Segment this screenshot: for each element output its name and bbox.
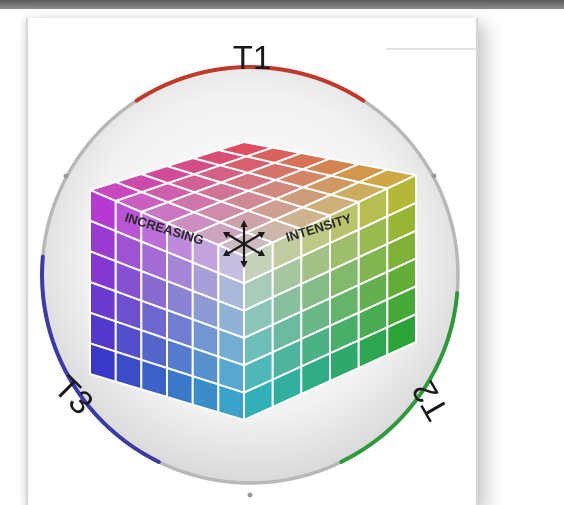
rgb-color-cube <box>89 141 417 421</box>
six-arrow-star-icon <box>223 220 265 268</box>
top-strip <box>0 0 564 9</box>
ring-marker-dot <box>247 492 253 498</box>
t1-arc <box>134 65 366 103</box>
ring-marker-dot <box>63 173 69 179</box>
cube-face-right-tile <box>386 313 417 356</box>
t1-label: T1 <box>233 39 272 76</box>
t2-arc <box>339 291 460 464</box>
t3-arc <box>40 254 161 464</box>
corner-divider <box>386 48 476 50</box>
ring-marker-dot <box>431 173 437 179</box>
